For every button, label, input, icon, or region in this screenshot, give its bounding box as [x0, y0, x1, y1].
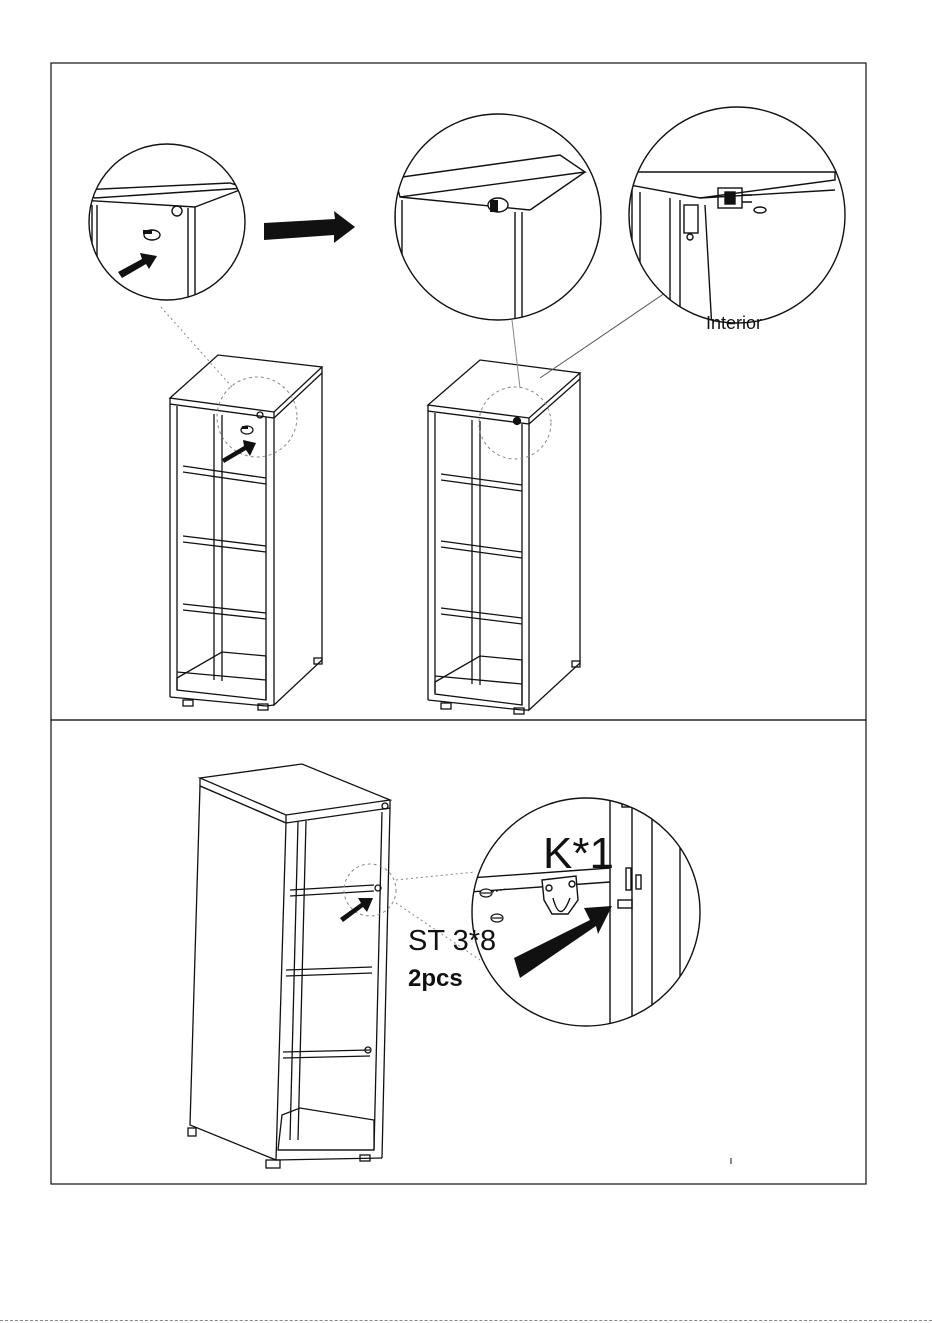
leader-line-c — [540, 293, 665, 378]
cabinet-rotated — [188, 764, 390, 1168]
right-arrow-icon — [340, 898, 373, 922]
cabinet-left — [170, 355, 322, 710]
detail-circle-knob-insert — [80, 144, 245, 300]
knob-detail-icon — [143, 230, 160, 240]
detail-circle-interior — [629, 107, 845, 330]
knob-installed-icon — [488, 198, 508, 212]
interior-label: Interior — [706, 314, 762, 332]
leader-line-d1 — [396, 872, 475, 880]
page-bottom-rule — [0, 1320, 932, 1321]
knob-icon — [241, 426, 253, 434]
right-arrow-icon — [264, 211, 355, 243]
screw-spec-label: ST 3*8 — [408, 927, 496, 956]
cabinet-right — [428, 360, 580, 714]
fitting-quantity-label: K*1 — [543, 832, 614, 876]
screw-icon — [491, 914, 503, 922]
screw-quantity-label: 2pcs — [408, 967, 463, 991]
detail-circle-knob-installed — [395, 114, 601, 330]
